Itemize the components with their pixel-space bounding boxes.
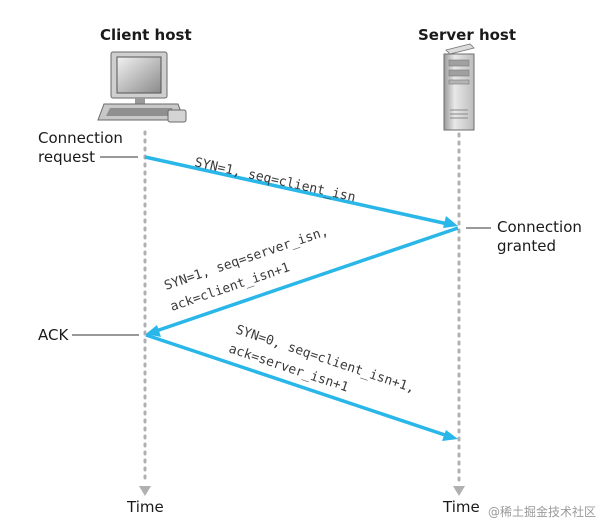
syn-arrow xyxy=(144,155,458,228)
ack-arrow xyxy=(145,333,458,441)
syn-message-label: SYN=1, seq=client_isn xyxy=(193,155,357,205)
watermark: @稀土掘金技术社区 xyxy=(487,505,596,519)
connection-request-label-line1: Connection xyxy=(38,129,123,147)
server-host-title: Server host xyxy=(418,26,517,44)
ack-label: ACK xyxy=(38,326,69,344)
server-timeline-arrowhead xyxy=(453,486,465,496)
client-timeline-arrowhead xyxy=(139,486,151,496)
client-time-label: Time xyxy=(127,498,164,516)
client-host-title: Client host xyxy=(100,26,192,44)
desktop-computer-icon xyxy=(97,51,187,123)
connection-request-label-line2: request xyxy=(38,148,96,166)
synack-arrow xyxy=(146,226,459,337)
server-tower-icon xyxy=(443,43,475,131)
server-time-label: Time xyxy=(443,498,480,516)
connection-granted-label-line1: Connection xyxy=(497,218,582,236)
connection-granted-label-line2: granted xyxy=(497,237,557,255)
